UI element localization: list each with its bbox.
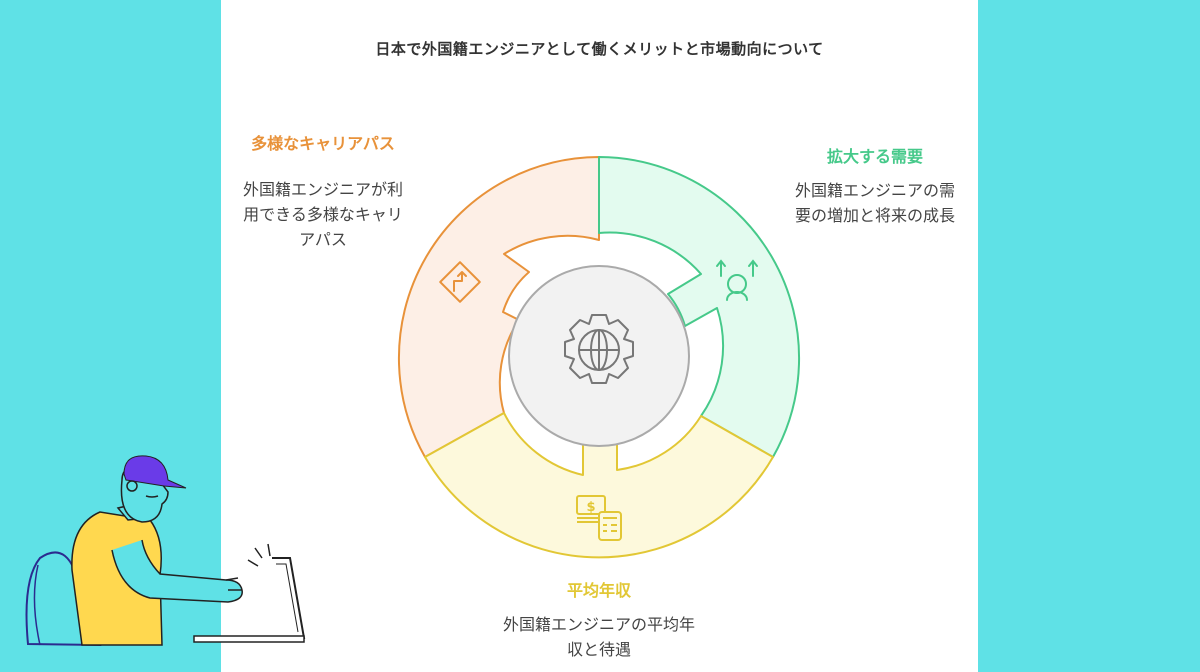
arm-illustration (111, 539, 243, 603)
trending-road-icon (439, 261, 481, 303)
salary-description: 外国籍エンジニアの平均年収と待遇 (502, 615, 695, 659)
demand-description: 外国籍エンジニアの需要の増加と将来の成長 (795, 181, 956, 225)
diagram-panel: 日本で外国籍エンジニアとして働くメリットと市場動向について (221, 0, 978, 672)
cycle-diagram: $ (397, 156, 801, 559)
cap-illustration (123, 455, 187, 489)
person-laptop-illustration (25, 455, 306, 647)
person-growth-icon (716, 259, 758, 301)
demand-title: 拡大する需要 (826, 147, 923, 166)
svg-text:$: $ (586, 500, 595, 515)
gear-globe-icon (564, 314, 634, 384)
money-calculator-icon: $ (576, 495, 622, 541)
page-title: 日本で外国籍エンジニアとして働くメリットと市場動向について (375, 40, 824, 58)
career-title: 多様なキャリアパス (251, 134, 395, 153)
segment-salary (424, 412, 774, 559)
career-description: 外国籍エンジニアが利用できる多様なキャリアパス (243, 180, 404, 249)
salary-title: 平均年収 (566, 581, 631, 600)
